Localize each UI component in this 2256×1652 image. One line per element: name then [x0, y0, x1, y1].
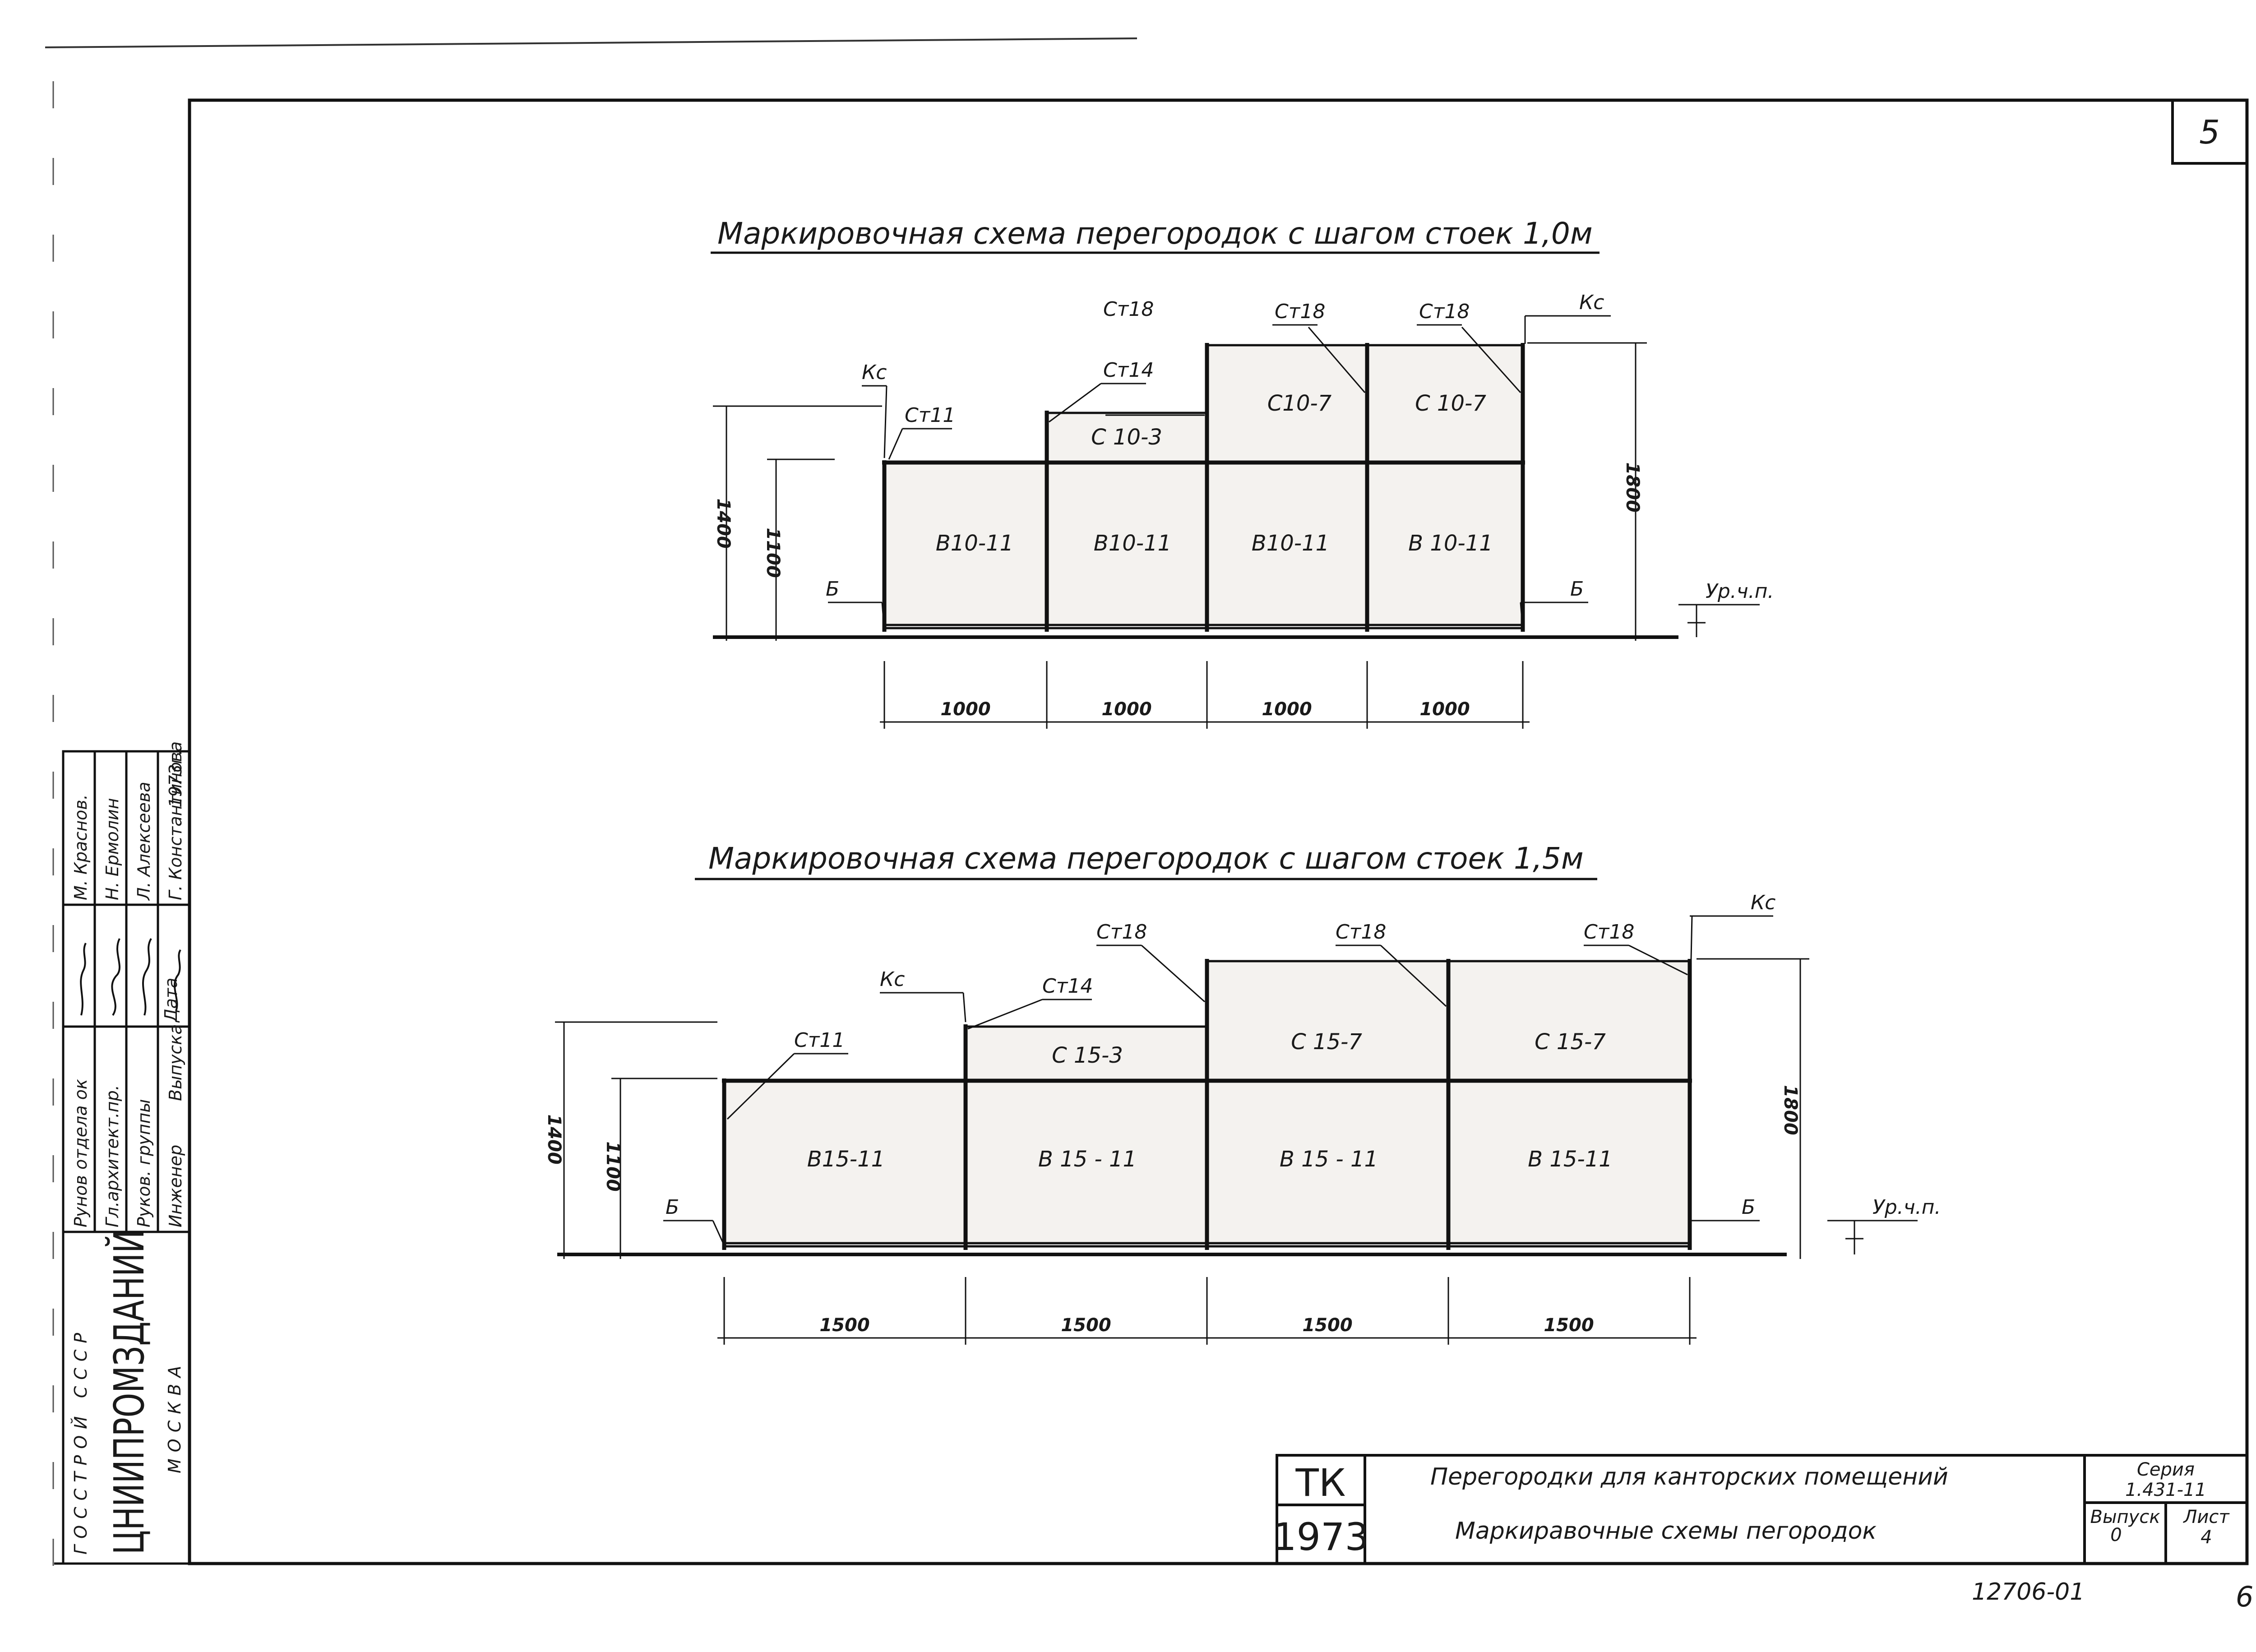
corner-mark: 6 — [2236, 1580, 2253, 1613]
stamp-issue-label: Выпуска — [166, 1024, 185, 1101]
signature — [142, 938, 152, 1016]
panel-code: В10-11 — [936, 531, 1013, 556]
label-kc: Кс — [1579, 291, 1604, 314]
dim-1400: 1400 — [713, 498, 734, 548]
org-gosstroy: ГОССТРОЙ СССР — [71, 1327, 91, 1555]
dim-span: 1500 — [1302, 1315, 1352, 1336]
title-block-tk: ТК — [1295, 1461, 1346, 1505]
label-st18: Ст18 — [1419, 300, 1470, 323]
title-block-line2: Маркиравочные схемы пегородок — [1455, 1518, 1877, 1545]
label-st14: Ст14 — [1103, 359, 1154, 382]
issue-value: 0 — [2110, 1525, 2122, 1546]
label-st11: Ст11 — [905, 404, 955, 427]
panel-code: В 15-11 — [1528, 1147, 1613, 1172]
panel-code: С 10-3 — [1091, 425, 1162, 450]
sheet-value: 4 — [2201, 1527, 2212, 1548]
label-st18: Ст18 — [1096, 921, 1147, 944]
scheme-2-title: Маркировочная схема перегородок с шагом … — [708, 841, 1584, 876]
stamp-role: Инженер — [166, 1145, 185, 1227]
panel-code: В15-11 — [807, 1147, 885, 1172]
dim-span: 1500 — [1061, 1315, 1111, 1336]
stamp-name: Н. Ермолин — [102, 798, 122, 900]
panel-code: В10-11 — [1094, 531, 1171, 556]
label-level: Ур.ч.п. — [1872, 1196, 1941, 1219]
dim-span: 1000 — [1262, 699, 1312, 720]
label-b: Б — [1570, 578, 1584, 601]
signature — [111, 938, 120, 1016]
dim-span: 1500 — [819, 1315, 869, 1336]
stamp-date-label: Дата — [161, 978, 181, 1023]
panel-code: В 15 - 11 — [1038, 1147, 1137, 1172]
org-name: ЦНИИПРОМЗДАНИЙ — [105, 1230, 153, 1555]
panel-code: С10-7 — [1267, 391, 1332, 416]
stamp-role: Гл.архитект.пр. — [102, 1085, 122, 1227]
panel-code: С 15-7 — [1535, 1029, 1606, 1055]
panel-code: С 15-7 — [1291, 1029, 1362, 1055]
label-st11: Ст11 — [794, 1029, 845, 1052]
stamp-role: Рунов отдела ок — [71, 1079, 91, 1227]
label-st14: Ст14 — [1042, 975, 1093, 998]
series-value: 1.431-11 — [2125, 1480, 2206, 1500]
label-b: Б — [1742, 1196, 1755, 1219]
title-block — [1276, 1454, 2248, 1565]
dim-1100: 1100 — [763, 528, 783, 578]
label-st18: Ст18 — [1103, 298, 1154, 321]
title-block-line1: Перегородки для канторских помещений — [1430, 1463, 1948, 1490]
scheme-1-title: Маркировочная схема перегородок с шагом … — [717, 216, 1593, 251]
scan-edge-line — [45, 37, 1137, 48]
archive-number: 12706-01 — [1972, 1578, 2085, 1606]
level-mark — [1827, 1220, 1918, 1254]
stamp-year: 1973г. — [166, 750, 185, 808]
stamp-name: Г. Константинова — [166, 741, 185, 900]
dim-span: 1000 — [1101, 699, 1151, 720]
scheme-1: Маркировочная схема перегородок с шагом … — [711, 216, 1774, 729]
dim-1100: 1100 — [602, 1141, 623, 1191]
label-b: Б — [826, 578, 839, 601]
dim-span: 1000 — [940, 699, 990, 720]
panel-code: В 15 - 11 — [1280, 1147, 1378, 1172]
panel-code: В10-11 — [1252, 531, 1329, 556]
label-kc: Кс — [1751, 891, 1775, 914]
label-b: Б — [666, 1196, 679, 1219]
label-st18: Ст18 — [1275, 300, 1325, 323]
scheme-1-panels — [883, 344, 1524, 626]
stamp-name: М. Краснов. — [71, 794, 91, 900]
stamp-text: Рунов отдела ок Гл.архитект.пр. Руков. г… — [71, 741, 185, 1555]
panel-code: С 10-7 — [1415, 391, 1486, 416]
stamp-role: Руков. группы — [134, 1099, 154, 1227]
panel-code: С 15-3 — [1052, 1043, 1123, 1068]
dim-1800: 1800 — [1622, 462, 1643, 512]
approval-stamp — [62, 750, 191, 1565]
org-city: МОСКВА — [165, 1360, 185, 1473]
panel-code: В 10-11 — [1408, 531, 1493, 556]
signature — [80, 943, 87, 1016]
stamp-name: Л. Алексеева — [134, 782, 154, 901]
level-mark — [1678, 604, 1760, 637]
sheet-number: 5 — [2199, 113, 2220, 151]
dim-span: 1500 — [1544, 1315, 1594, 1336]
issue-label: Выпуск — [2090, 1507, 2160, 1527]
sheet-number-box: 5 — [2171, 99, 2248, 165]
title-block-year: 1973 — [1272, 1515, 1369, 1559]
signature — [173, 949, 181, 1011]
dim-1400: 1400 — [544, 1114, 564, 1164]
scheme-2: Маркировочная схема перегородок с шагом … — [544, 841, 1941, 1345]
label-st18: Ст18 — [1584, 921, 1634, 944]
sheet-label: Лист — [2182, 1507, 2230, 1527]
dim-span: 1000 — [1419, 699, 1470, 720]
label-kc: Кс — [862, 361, 887, 384]
label-st18: Ст18 — [1336, 921, 1386, 944]
label-kc: Кс — [880, 968, 905, 991]
label-level: Ур.ч.п. — [1706, 580, 1774, 603]
series-label: Серия — [2137, 1459, 2195, 1480]
dim-1800: 1800 — [1780, 1085, 1801, 1135]
drawing-frame — [188, 98, 2249, 1565]
scheme-2-panels — [723, 960, 1691, 1245]
